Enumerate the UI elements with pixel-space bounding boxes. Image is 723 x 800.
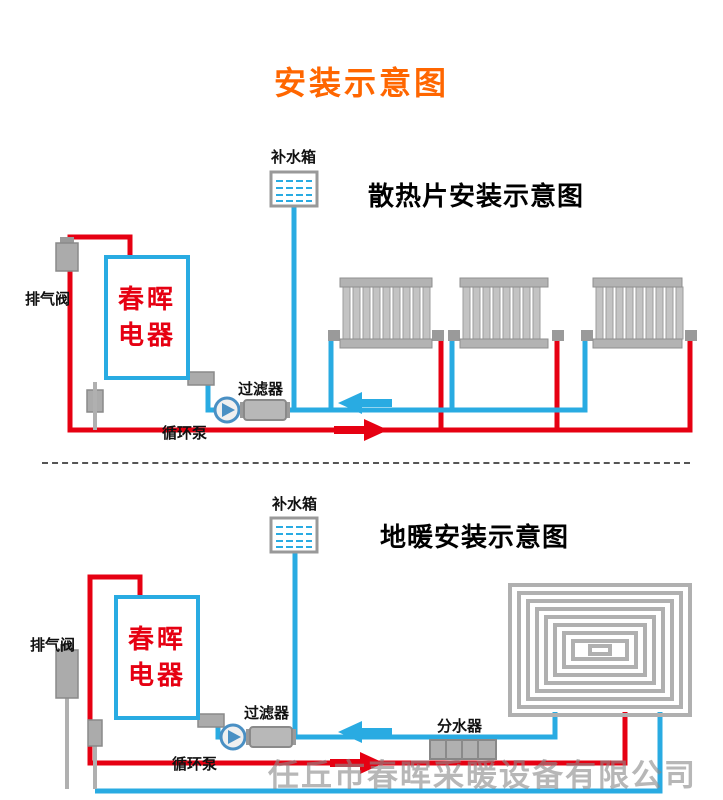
filter-label: 过滤器 [238, 381, 284, 398]
boiler-label-line1: 春晖 [117, 284, 176, 315]
manifold-icon [429, 739, 497, 760]
hot-supply-pipe [87, 574, 628, 766]
boiler-label-line2: 电器 [117, 319, 176, 350]
filter-icon [240, 399, 290, 421]
pump-label: 循环泵 [162, 425, 208, 442]
exhaust-valve-label: 排气阀 [25, 291, 71, 308]
exhaust-valve-icon [55, 237, 104, 430]
boiler-outlet-valve-icon [197, 713, 225, 728]
hot-supply-risers [438, 336, 560, 430]
section-divider [42, 462, 690, 464]
pump-label: 循环泵 [172, 756, 218, 773]
boiler-outlet-valve-icon [187, 371, 215, 386]
section-title-floor: 地暖安装示意图 [380, 522, 570, 552]
tank-label: 补水箱 [271, 149, 317, 166]
bottom-loop-pipe [95, 712, 663, 794]
return-pipe [215, 712, 558, 740]
return-pipe [205, 336, 588, 413]
radiator-icon [328, 277, 444, 349]
radiator-icon [581, 277, 697, 349]
section-title-radiator: 散热片安装示意图 [368, 181, 585, 211]
manifold-label: 分水器 [437, 718, 483, 735]
floor-heating-diagram [55, 516, 692, 794]
hot-supply-pipe [67, 234, 693, 433]
exhaust-valve-label: 排气阀 [30, 637, 76, 654]
boiler-label-line1: 春晖 [127, 624, 186, 655]
return-risers [328, 336, 455, 410]
exhaust-valve-icon [55, 644, 103, 747]
circulation-pump-icon [219, 723, 247, 751]
page-title: 安装示意图 [273, 65, 449, 101]
radiator-icon [448, 277, 564, 349]
water-tank-icon [269, 170, 319, 208]
return-flow-arrow-icon [338, 721, 392, 743]
return-flow-arrow-icon [338, 392, 392, 414]
filter-label: 过滤器 [244, 705, 290, 722]
filter-icon [246, 726, 296, 748]
water-tank-icon [269, 516, 319, 554]
radiator-diagram [55, 170, 697, 441]
watermark-text: 任丘市春晖采暖设备有限公司 [268, 758, 697, 793]
supply-flow-arrow-icon [330, 752, 384, 774]
floor-coil-icon [508, 583, 692, 717]
supply-flow-arrow-icon [334, 419, 388, 441]
boiler: 春晖 电器 [114, 595, 200, 720]
tank-label: 补水箱 [272, 496, 318, 513]
circulation-pump-icon [213, 396, 241, 424]
boiler: 春晖 电器 [104, 255, 190, 380]
boiler-label-line2: 电器 [127, 659, 186, 690]
